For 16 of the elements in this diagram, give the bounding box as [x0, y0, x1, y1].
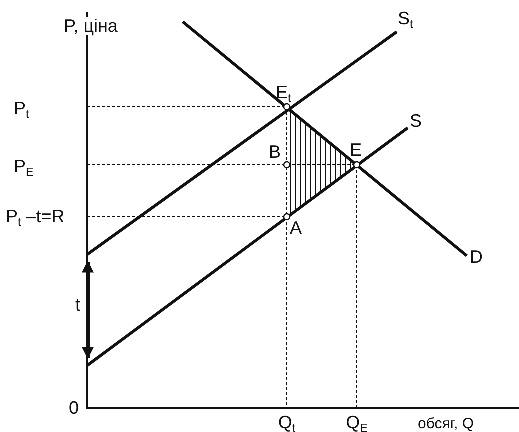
axis-label: P$_{t}$ –t=R	[6, 207, 65, 229]
axis-label: P, ціна	[64, 17, 118, 35]
axis-label: S$_{t}$	[398, 9, 414, 31]
axis-label: A	[290, 219, 302, 237]
axis-label: t	[76, 296, 80, 314]
axis-label: E$_{t}$	[276, 83, 292, 105]
axis-label: E	[350, 141, 362, 159]
axis-label: 0	[69, 399, 79, 417]
axis-label: Q$_{E}$	[346, 413, 368, 432]
axis-label: P$_{E}$	[14, 157, 34, 179]
axis-label: обсяг, Q	[418, 416, 474, 432]
axis-label: Q$_{t}$	[278, 413, 296, 432]
axis-label: S	[410, 112, 422, 130]
axis-label: P$_{t}$	[14, 99, 30, 121]
axis-label: B	[269, 143, 282, 161]
axis-label: D	[470, 248, 483, 266]
